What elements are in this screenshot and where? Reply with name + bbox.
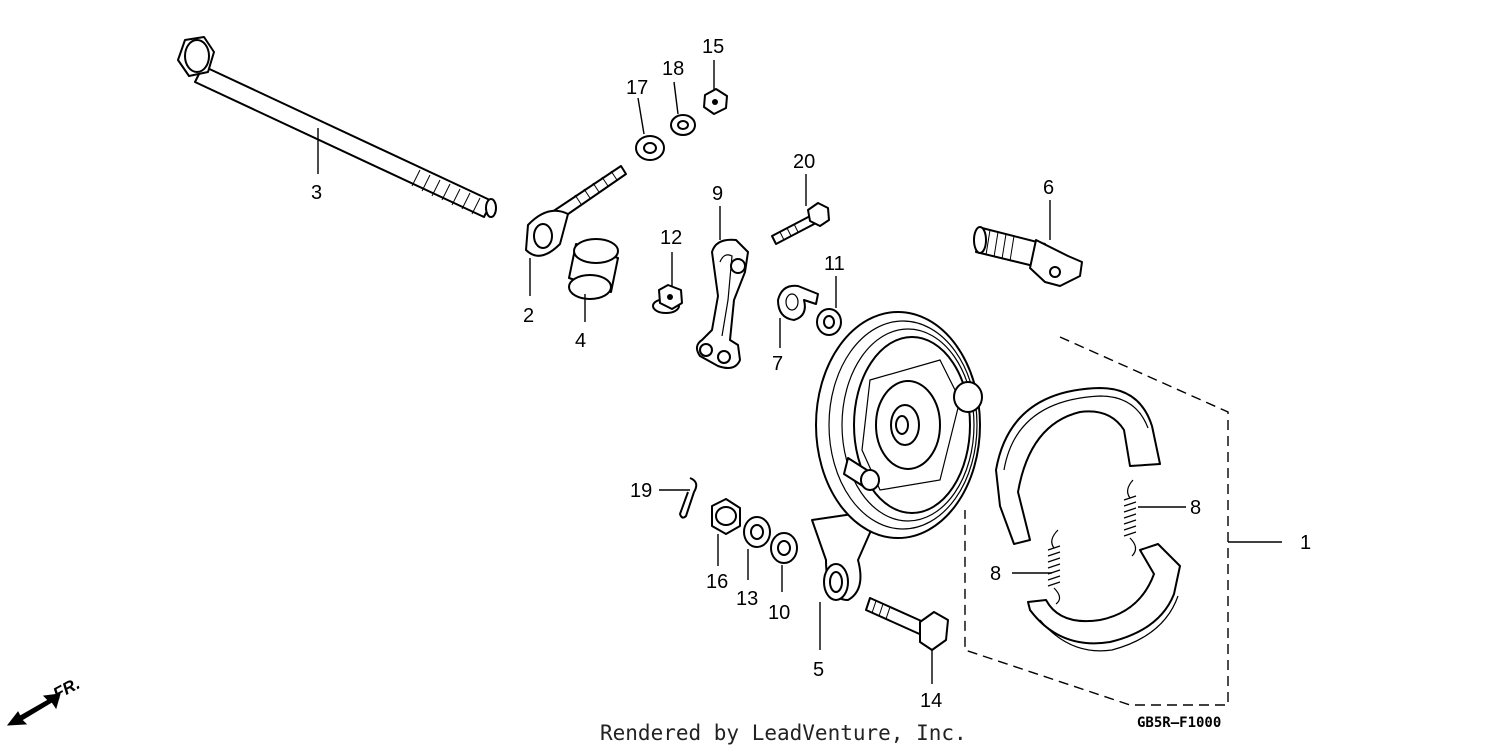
callout-10: 10 — [768, 602, 790, 624]
callout-5: 5 — [813, 659, 824, 681]
front-direction-indicator: FR. — [6, 674, 83, 726]
front-direction-arrow-icon — [6, 693, 61, 726]
part-8-spring-lower — [1047, 529, 1061, 605]
part-11-washer — [816, 308, 842, 336]
part-19-cotter-pin — [679, 477, 698, 519]
part-6-brake-cam — [973, 226, 1083, 287]
diagram-code: GB5R–F1000 — [1137, 715, 1221, 731]
rendered-by-footer: Rendered by LeadVenture, Inc. — [600, 721, 967, 745]
callout-3: 3 — [311, 182, 322, 204]
part-1-brake-shoe-set — [964, 336, 1229, 706]
callout-8a: 8 — [1190, 497, 1201, 519]
callout-7: 7 — [772, 353, 783, 375]
callout-4: 4 — [575, 330, 586, 352]
callout-2: 2 — [523, 305, 534, 327]
part-13-washer — [743, 516, 771, 548]
part-15-nut — [703, 88, 728, 115]
part-5-brake-panel — [811, 311, 983, 601]
callout-1: 1 — [1300, 532, 1311, 554]
part-20-bolt — [771, 202, 830, 245]
callout-11: 11 — [824, 253, 845, 275]
callout-labels: 1 2 3 4 5 6 7 8 8 9 10 11 12 13 14 15 16… — [311, 36, 1311, 712]
part-17-washer — [635, 135, 665, 161]
leader-lines — [317, 60, 1282, 684]
callout-16: 16 — [706, 571, 728, 593]
part-7-wear-indicator — [777, 284, 819, 321]
callout-17: 17 — [626, 77, 648, 99]
callout-19: 19 — [630, 480, 652, 502]
callout-8b: 8 — [990, 563, 1001, 585]
part-9-brake-arm — [696, 238, 749, 369]
callout-20: 20 — [793, 151, 815, 173]
callout-18: 18 — [662, 58, 684, 80]
part-14-bolt — [865, 597, 949, 651]
callout-13: 13 — [736, 588, 758, 610]
callout-12: 12 — [660, 227, 682, 249]
callout-15: 15 — [702, 36, 724, 58]
callout-9: 9 — [712, 183, 723, 205]
part-8-spring-upper — [1123, 479, 1137, 557]
callout-6: 6 — [1043, 177, 1054, 199]
part-12-flange-nut — [652, 284, 683, 314]
part-2-chain-adjuster — [525, 165, 627, 257]
part-10-washer — [770, 532, 798, 564]
callout-14: 14 — [920, 690, 942, 712]
part-18-lock-washer — [670, 114, 696, 136]
part-4-collar — [568, 238, 619, 300]
part-16-castle-nut — [711, 498, 741, 535]
part-3-rear-axle — [177, 36, 497, 218]
